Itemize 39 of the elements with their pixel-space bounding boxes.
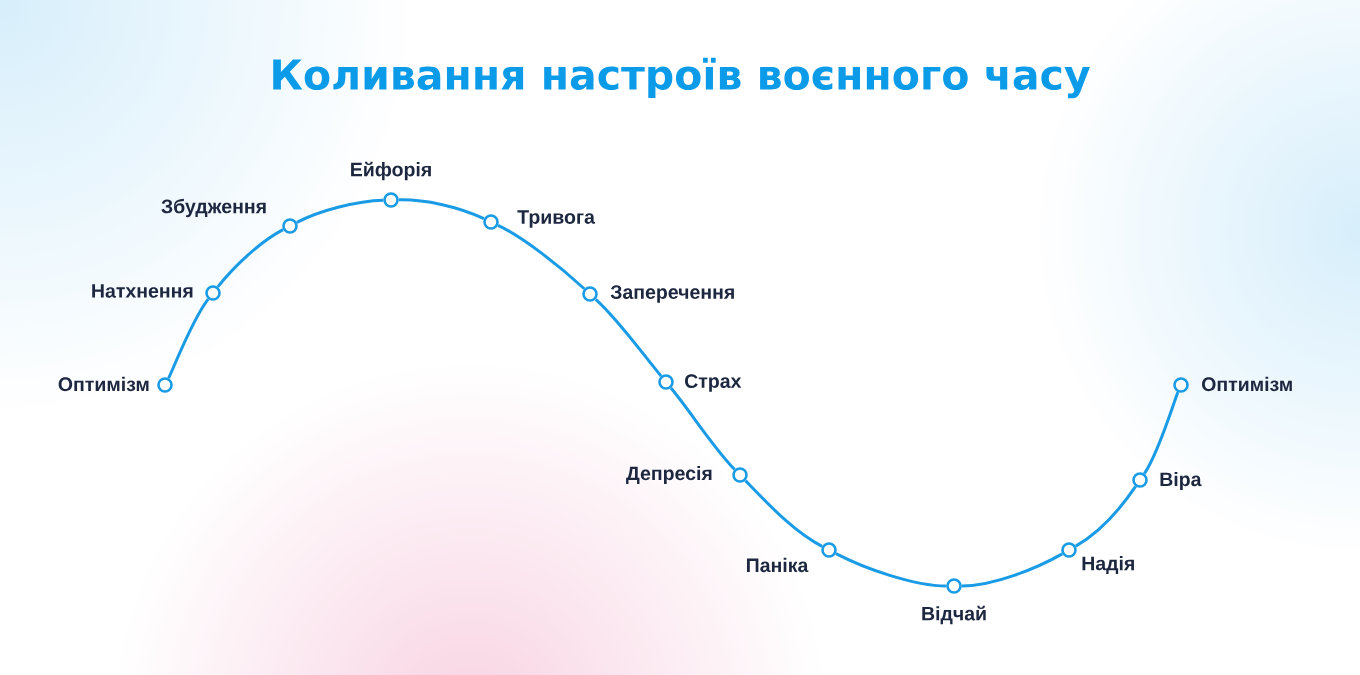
curve-point — [1132, 472, 1148, 488]
curve-point — [205, 285, 221, 301]
point-label: Натхнення — [92, 284, 193, 298]
curve-line — [961, 552, 1063, 588]
curve-point — [732, 467, 748, 483]
point-label: Тривога — [517, 210, 596, 228]
curve-line — [669, 387, 736, 471]
curve-line — [835, 552, 947, 588]
curve-line — [497, 224, 586, 290]
point-label: Віра — [1160, 471, 1202, 491]
curve-line — [1143, 391, 1180, 475]
curve-line — [744, 479, 823, 548]
point-label: Відчай — [922, 605, 986, 625]
point-label: Ейфорія — [351, 161, 431, 181]
curve-point — [157, 377, 173, 393]
point-label: Паніка — [747, 557, 809, 573]
point-label: Надія — [1082, 556, 1134, 574]
curve-point — [946, 578, 962, 594]
curve-line — [1075, 485, 1137, 548]
curve-line — [216, 228, 284, 288]
curve-line — [296, 198, 384, 224]
curve-point — [582, 286, 598, 302]
point-label: Збудження — [161, 198, 266, 218]
curve-point — [1061, 542, 1077, 558]
point-label: Оптимізм — [58, 376, 149, 392]
curve-point — [483, 214, 499, 230]
title: Коливання настроїв воєнного часу — [273, 57, 1090, 99]
curve-line — [167, 298, 210, 379]
point-label: Страх — [685, 374, 742, 392]
curve-point — [658, 374, 674, 390]
curve-point — [1173, 377, 1189, 393]
point-label: Заперечення — [610, 285, 734, 303]
curve-point — [383, 192, 399, 208]
curve-line — [594, 298, 663, 377]
curve-point — [821, 542, 837, 558]
point-label: Оптимізм — [1202, 376, 1292, 392]
curve-point — [282, 218, 298, 234]
point-label: Депресія — [626, 465, 712, 485]
curve-line — [398, 198, 485, 221]
